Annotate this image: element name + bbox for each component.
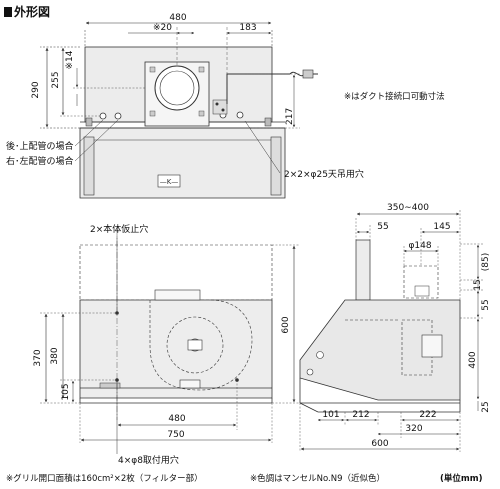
note-grille-area: ※グリル開口面積は160cm²×2枚（フィルター部） <box>6 474 203 484</box>
side-dim-55-right: 55 <box>481 299 491 310</box>
svg-text:—K—: —K— <box>160 178 179 186</box>
fan-outline <box>166 316 224 374</box>
side-dim-101: 101 <box>322 410 339 420</box>
title-text: 外形図 <box>14 5 51 19</box>
side-dim-85: (85) <box>481 253 491 271</box>
note-unit: (単位mm) <box>440 474 483 484</box>
figure-title: 外形図 <box>4 3 50 20</box>
side-view: 350∼400 55 145 φ148 (85) 15 55 400 25 10… <box>299 203 491 452</box>
front-dim-380: 380 <box>50 347 60 364</box>
mount-hole-icon <box>115 378 119 382</box>
front-dim-600: 600 <box>281 316 291 333</box>
duct-outlet-circle <box>154 65 200 111</box>
label-mount-holes: 4×φ8取付用穴 <box>118 454 179 466</box>
top-dim-183: 183 <box>239 23 256 33</box>
side-dim-350-400: 350∼400 <box>387 203 429 213</box>
side-dim-145: 145 <box>433 222 450 232</box>
top-dim-290: 290 <box>31 81 41 98</box>
side-dim-222: 222 <box>419 410 436 420</box>
side-dim-55: 55 <box>377 222 388 232</box>
front-dim-370: 370 <box>33 349 43 366</box>
rear-pipe-hole <box>99 112 107 120</box>
top-dim-20: ※20 <box>153 23 172 33</box>
note-color: ※色調はマンセルNo.N9（近似色） <box>250 474 386 484</box>
side-dim-400: 400 <box>468 351 478 368</box>
label-temp-holes: 2×本体仮止穴 <box>90 223 148 235</box>
top-view-hood <box>79 127 286 199</box>
side-dim-15: 15 <box>473 279 483 290</box>
side-dim-phi148: φ148 <box>408 241 431 251</box>
front-dim-750: 750 <box>167 430 184 440</box>
top-dim-255: 255 <box>51 71 61 88</box>
side-dim-600: 600 <box>371 439 388 449</box>
side-dim-212: 212 <box>352 410 369 420</box>
top-view: —K— 480 ※20 183 290 255 ※14 217 後･上配管の <box>6 13 364 199</box>
label-rear-upper-pipe: 後･上配管の場合 <box>6 140 74 152</box>
note-duct-offset: ※はダクト接続口可動寸法 <box>344 92 445 102</box>
title-marker-icon <box>4 6 12 17</box>
terminal-box <box>212 99 228 115</box>
label-right-left-pipe: 右･左配管の場合 <box>6 155 74 167</box>
top-dim-217: 217 <box>285 108 295 125</box>
side-dim-320: 320 <box>405 424 422 434</box>
label-ceiling-holes: 2×2×φ25天吊用穴 <box>284 168 364 180</box>
side-pipe-hole <box>114 112 122 120</box>
top-dim-480: 480 <box>169 13 186 23</box>
side-dim-25: 25 <box>481 401 491 412</box>
side-duct-stub <box>355 239 371 301</box>
front-dim-105: 105 <box>61 383 71 400</box>
front-view: 600 370 380 105 480 750 2×本体仮止穴 4×φ8取付用穴 <box>33 223 300 466</box>
top-dim-14: ※14 <box>65 50 75 69</box>
front-dim-480: 480 <box>168 414 185 424</box>
